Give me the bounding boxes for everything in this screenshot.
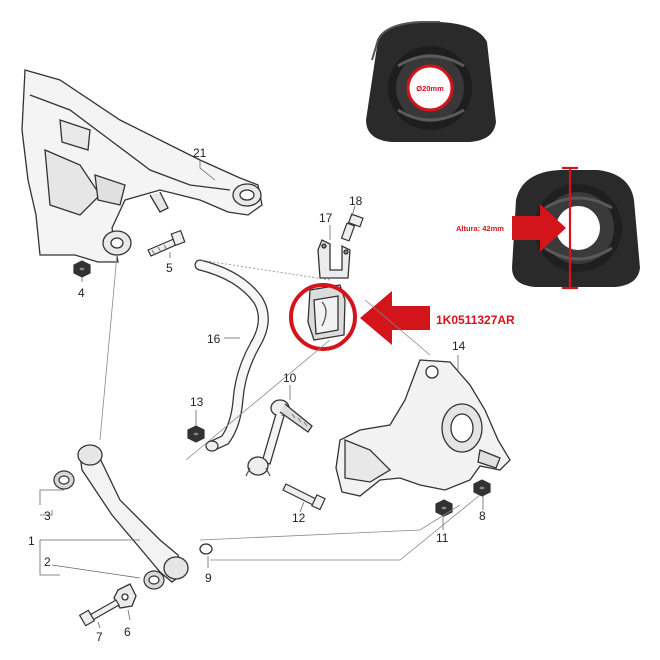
leader-lines — [39, 160, 484, 629]
bushing-photo-front: Ø20mm — [366, 21, 496, 142]
washer-part-9 — [199, 543, 213, 555]
callout-8: 8 — [479, 509, 486, 523]
assembly-lines — [99, 254, 481, 561]
wheel-knuckle-part — [335, 359, 511, 497]
link-rod-part — [245, 399, 313, 477]
bolt-part-5 — [147, 229, 186, 257]
callout-12: 12 — [292, 511, 306, 525]
bolt-part-18 — [340, 213, 364, 242]
highlight-arrow — [360, 291, 430, 345]
callout-3: 3 — [44, 509, 51, 523]
stabilizer-bar-part — [194, 259, 269, 452]
callout-9: 9 — [205, 571, 212, 585]
bolt-part-12 — [282, 483, 326, 511]
bolt-part-7 — [78, 599, 120, 627]
callout-1: 1 — [28, 534, 35, 548]
control-arm-part — [77, 444, 189, 583]
bushing-photo-side: Altura: 42mm — [456, 166, 640, 290]
diameter-label: Ø20mm — [416, 84, 444, 93]
highlight-circle — [289, 283, 357, 351]
nut-part-8 — [473, 479, 491, 497]
callout-17: 17 — [319, 211, 333, 225]
part-number-label: 1K0511327AR — [436, 313, 515, 327]
callout-6: 6 — [124, 625, 131, 639]
height-label: Altura: 42mm — [456, 224, 504, 233]
bushing-part-2 — [143, 570, 165, 590]
subframe-part — [21, 69, 263, 263]
bushing-part-3 — [53, 470, 75, 490]
callout-21: 21 — [193, 146, 207, 160]
callout-16: 16 — [207, 332, 221, 346]
nut-part-13 — [187, 425, 205, 443]
bracket-part-17 — [317, 239, 351, 279]
callout-4: 4 — [78, 286, 85, 300]
callout-10: 10 — [283, 371, 297, 385]
nut-part-4 — [73, 260, 91, 278]
callout-14: 14 — [452, 339, 466, 353]
callout-13: 13 — [190, 395, 204, 409]
callout-18: 18 — [349, 194, 363, 208]
eccentric-washer-part-6 — [113, 583, 137, 609]
part-callouts: 21 5 4 16 17 18 10 13 14 11 8 12 9 6 7 3… — [28, 146, 486, 644]
nut-part-11 — [435, 499, 453, 517]
callout-2: 2 — [44, 555, 51, 569]
callout-7: 7 — [96, 630, 103, 644]
stabilizer-bushing-part — [307, 284, 346, 341]
callout-5: 5 — [166, 261, 173, 275]
callout-11: 11 — [436, 531, 449, 545]
